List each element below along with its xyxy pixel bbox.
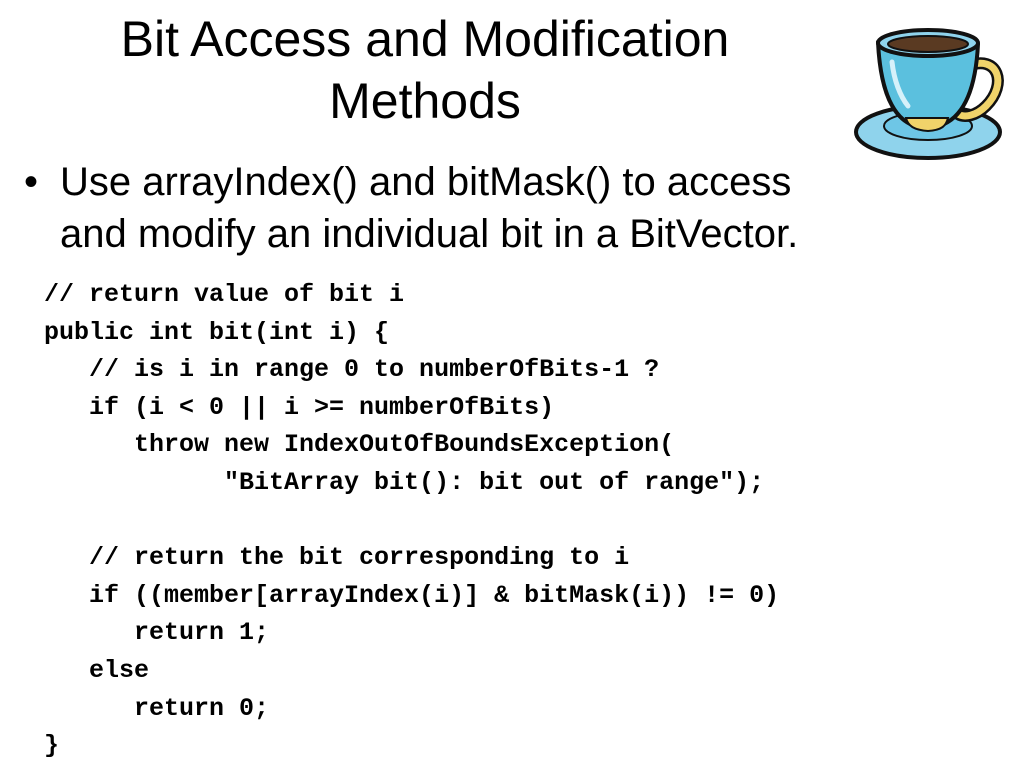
code-line-3: // is i in range 0 to numberOfBits-1 ? — [44, 355, 660, 385]
code-line-12: return 0; — [44, 693, 270, 723]
code-line-4: if (i < 0 || i >= numberOfBits) — [44, 392, 555, 422]
bullet-list: • Use arrayIndex() and bitMask() to acce… — [24, 156, 924, 260]
code-line-1: // return value of bit i — [44, 280, 405, 309]
bullet-text-line-1: Use arrayIndex() and bitMask() to access — [60, 160, 792, 204]
code-line-6: "BitArray bit(): bit out of range"); — [44, 467, 765, 497]
slide-title-line-2: Methods — [329, 73, 521, 129]
bullet-text-line-2: and modify an individual bit in a BitVec… — [60, 212, 799, 256]
code-line-9: if ((member[arrayIndex(i)] & bitMask(i))… — [44, 580, 780, 610]
code-line-8: // return the bit corresponding to i — [44, 543, 630, 573]
bullet-dot: • — [24, 160, 39, 204]
code-line-7 — [44, 502, 779, 540]
slide-title-line-1: Bit Access and Modification — [120, 11, 730, 67]
code-block: // return value of bit i public int bit(i… — [44, 276, 779, 765]
code-line-11: else — [44, 655, 150, 685]
code-line-5: throw new IndexOutOfBoundsException( — [44, 430, 675, 460]
code-line-10: return 1; — [44, 618, 270, 648]
code-line-13: } — [44, 731, 60, 761]
teacup-icon — [854, 28, 1004, 160]
slide-title: Bit Access and Modification Methods — [30, 8, 820, 132]
bullet-item: • Use arrayIndex() and bitMask() to acce… — [24, 156, 924, 260]
code-line-2: public int bit(int i) { — [44, 317, 390, 347]
